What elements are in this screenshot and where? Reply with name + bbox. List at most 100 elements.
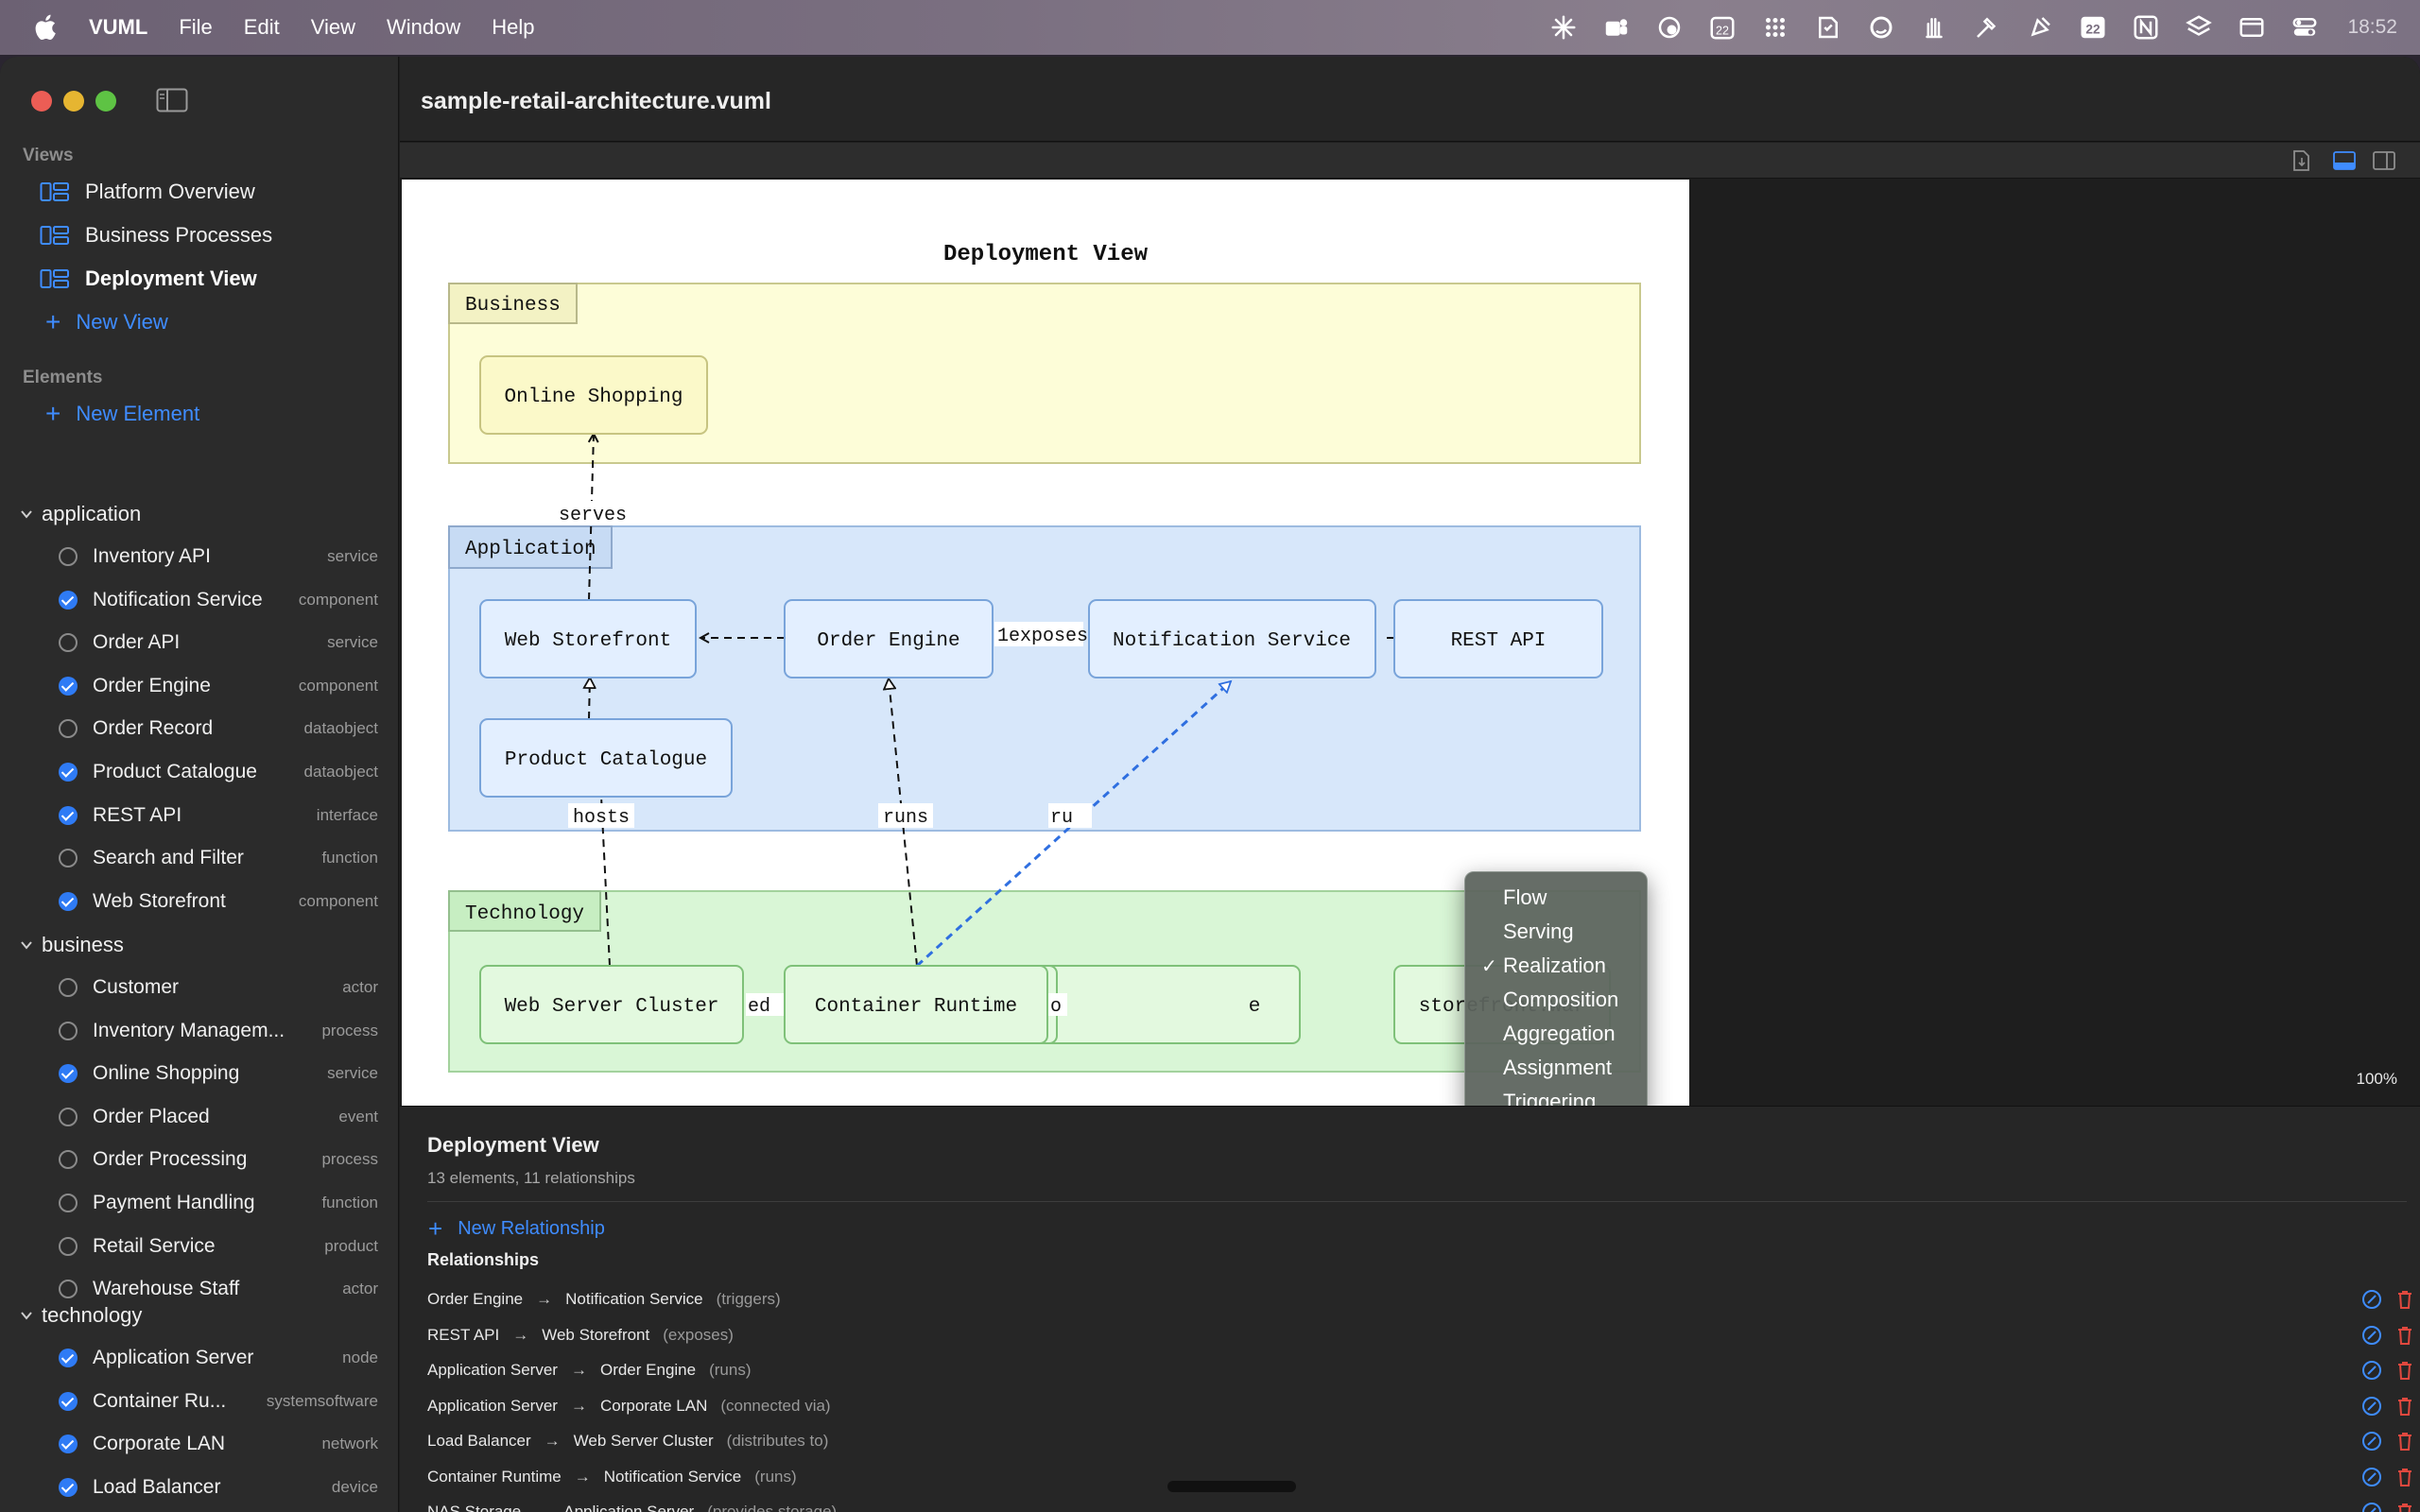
menu-view[interactable]: View xyxy=(311,15,355,40)
trash-icon[interactable] xyxy=(2395,1396,2414,1417)
trash-icon[interactable] xyxy=(2395,1289,2414,1310)
trash-icon[interactable] xyxy=(2395,1467,2414,1487)
element-row[interactable]: Customeractor xyxy=(59,969,378,1006)
trash-icon[interactable] xyxy=(2395,1360,2414,1381)
relationship-row[interactable]: NAS Storage→Application Server(provides … xyxy=(427,1495,2407,1512)
new-view-button[interactable]: + New View xyxy=(45,303,168,341)
calendar-22-outline-icon[interactable]: 22 xyxy=(2077,13,2109,42)
empty-circle-icon[interactable] xyxy=(59,547,78,566)
menu-app-name[interactable]: VUML xyxy=(89,15,147,40)
edit-icon[interactable] xyxy=(2361,1502,2382,1512)
element-row[interactable]: Application Servernode xyxy=(59,1339,378,1377)
control-center-icon[interactable] xyxy=(2289,13,2321,42)
element-row[interactable]: Online Shoppingservice xyxy=(59,1055,378,1092)
relationship-row[interactable]: Application Server→Order Engine(runs) xyxy=(427,1353,2407,1387)
trash-icon[interactable] xyxy=(2395,1502,2414,1512)
relationship-row[interactable]: Load Balancer→Web Server Cluster(distrib… xyxy=(427,1424,2407,1458)
node-notification-service[interactable]: Notification Service xyxy=(1089,600,1375,678)
cast-icon[interactable] xyxy=(2024,13,2056,42)
checked-circle-icon[interactable] xyxy=(59,763,78,782)
element-row[interactable]: Container Ru...systemsoftware xyxy=(59,1383,378,1420)
sidebar-toggle-icon[interactable] xyxy=(156,88,188,112)
empty-circle-icon[interactable] xyxy=(59,719,78,738)
element-row[interactable]: Order APIservice xyxy=(59,624,378,662)
relationship-row[interactable]: REST API→Web Storefront(exposes) xyxy=(427,1318,2407,1352)
hammer-icon[interactable] xyxy=(1971,13,2003,42)
empty-circle-icon[interactable] xyxy=(59,849,78,868)
zoom-level[interactable]: 100% xyxy=(2357,1070,2397,1089)
export-document-icon[interactable] xyxy=(2289,148,2313,173)
menu-item-flow[interactable]: Flow xyxy=(1465,881,1647,915)
checked-circle-icon[interactable] xyxy=(59,591,78,610)
checked-circle-icon[interactable] xyxy=(59,1392,78,1411)
note-icon[interactable] xyxy=(1812,13,1844,42)
trash-icon[interactable] xyxy=(2395,1431,2414,1452)
edit-icon[interactable] xyxy=(2361,1396,2382,1417)
window-icon[interactable] xyxy=(2236,13,2268,42)
relationship-row[interactable]: Order Engine→Notification Service(trigge… xyxy=(427,1282,2407,1316)
edit-icon[interactable] xyxy=(2361,1325,2382,1346)
element-row[interactable]: Inventory Managem...process xyxy=(59,1012,378,1050)
menu-help[interactable]: Help xyxy=(492,15,534,40)
element-row[interactable]: Search and Filterfunction xyxy=(59,839,378,877)
window-minimize-button[interactable] xyxy=(63,91,84,112)
edit-icon[interactable] xyxy=(2361,1360,2382,1381)
calendar-22-icon[interactable]: 22 xyxy=(1706,13,1738,42)
menu-window[interactable]: Window xyxy=(387,15,460,40)
empty-circle-icon[interactable] xyxy=(59,1108,78,1126)
checked-circle-icon[interactable] xyxy=(59,892,78,911)
element-row[interactable]: Order Recorddataobject xyxy=(59,710,378,747)
node-container-runtime[interactable]: Container Runtime xyxy=(785,966,1047,1043)
new-element-button[interactable]: + New Element xyxy=(45,395,199,433)
element-row[interactable]: Notification Servicecomponent xyxy=(59,581,378,619)
element-row[interactable]: Corporate LANnetwork xyxy=(59,1425,378,1463)
empty-circle-icon[interactable] xyxy=(59,1022,78,1040)
layers-icon[interactable] xyxy=(2183,13,2215,42)
checked-circle-icon[interactable] xyxy=(59,1064,78,1083)
glove-icon[interactable] xyxy=(1918,13,1950,42)
new-relationship-button[interactable]: + New Relationship xyxy=(428,1214,605,1244)
node-web-storefront[interactable]: Web Storefront xyxy=(480,600,696,678)
element-row[interactable]: Order Placedevent xyxy=(59,1098,378,1136)
grid-dots-icon[interactable] xyxy=(1759,13,1791,42)
right-panel-toggle-icon[interactable] xyxy=(2372,148,2396,173)
node-hidden-technology[interactable]: e xyxy=(1045,966,1300,1043)
relationship-row[interactable]: Container Runtime→Notification Service(r… xyxy=(427,1460,2407,1494)
checked-circle-icon[interactable] xyxy=(59,1435,78,1453)
menu-item-aggregation[interactable]: Aggregation xyxy=(1465,1017,1647,1051)
node-online-shopping[interactable]: Online Shopping xyxy=(480,356,707,434)
edit-icon[interactable] xyxy=(2361,1467,2382,1487)
empty-circle-icon[interactable] xyxy=(59,1237,78,1256)
scroll-indicator[interactable] xyxy=(1167,1481,1296,1492)
teams-icon[interactable] xyxy=(1600,13,1633,42)
empty-circle-icon[interactable] xyxy=(59,1194,78,1212)
bottom-panel-toggle-icon[interactable] xyxy=(2332,148,2357,173)
menu-item-serving[interactable]: Serving xyxy=(1465,915,1647,949)
node-order-engine[interactable]: Order Engine xyxy=(785,600,993,678)
element-row[interactable]: Web Storefrontcomponent xyxy=(59,883,378,920)
element-row[interactable]: REST APIinterface xyxy=(59,797,378,834)
trash-icon[interactable] xyxy=(2395,1325,2414,1346)
checked-circle-icon[interactable] xyxy=(59,1478,78,1497)
empty-circle-icon[interactable] xyxy=(59,978,78,997)
node-product-catalogue[interactable]: Product Catalogue xyxy=(480,719,732,797)
ring-icon[interactable] xyxy=(1865,13,1897,42)
node-rest-api[interactable]: REST API xyxy=(1394,600,1602,678)
element-row[interactable]: Order Processingprocess xyxy=(59,1141,378,1178)
diagram-canvas[interactable]: Deployment View Business Application xyxy=(400,180,2420,1106)
group-business[interactable]: business xyxy=(19,926,124,964)
menu-item-composition[interactable]: Composition xyxy=(1465,983,1647,1017)
menu-item-realization[interactable]: ✓Realization xyxy=(1465,949,1647,983)
view-item-deployment-view[interactable]: Deployment View xyxy=(40,260,257,298)
checked-circle-icon[interactable] xyxy=(59,677,78,696)
element-row[interactable]: Retail Serviceproduct xyxy=(59,1228,378,1265)
relationship-row[interactable]: Application Server→Corporate LAN(connect… xyxy=(427,1389,2407,1423)
menu-file[interactable]: File xyxy=(179,15,212,40)
element-row[interactable]: Load Balancerdevice xyxy=(59,1469,378,1506)
checked-circle-icon[interactable] xyxy=(59,1349,78,1367)
element-row[interactable]: Product Cataloguedataobject xyxy=(59,753,378,791)
empty-circle-icon[interactable] xyxy=(59,633,78,652)
checked-circle-icon[interactable] xyxy=(59,806,78,825)
edit-icon[interactable] xyxy=(2361,1431,2382,1452)
empty-circle-icon[interactable] xyxy=(59,1150,78,1169)
